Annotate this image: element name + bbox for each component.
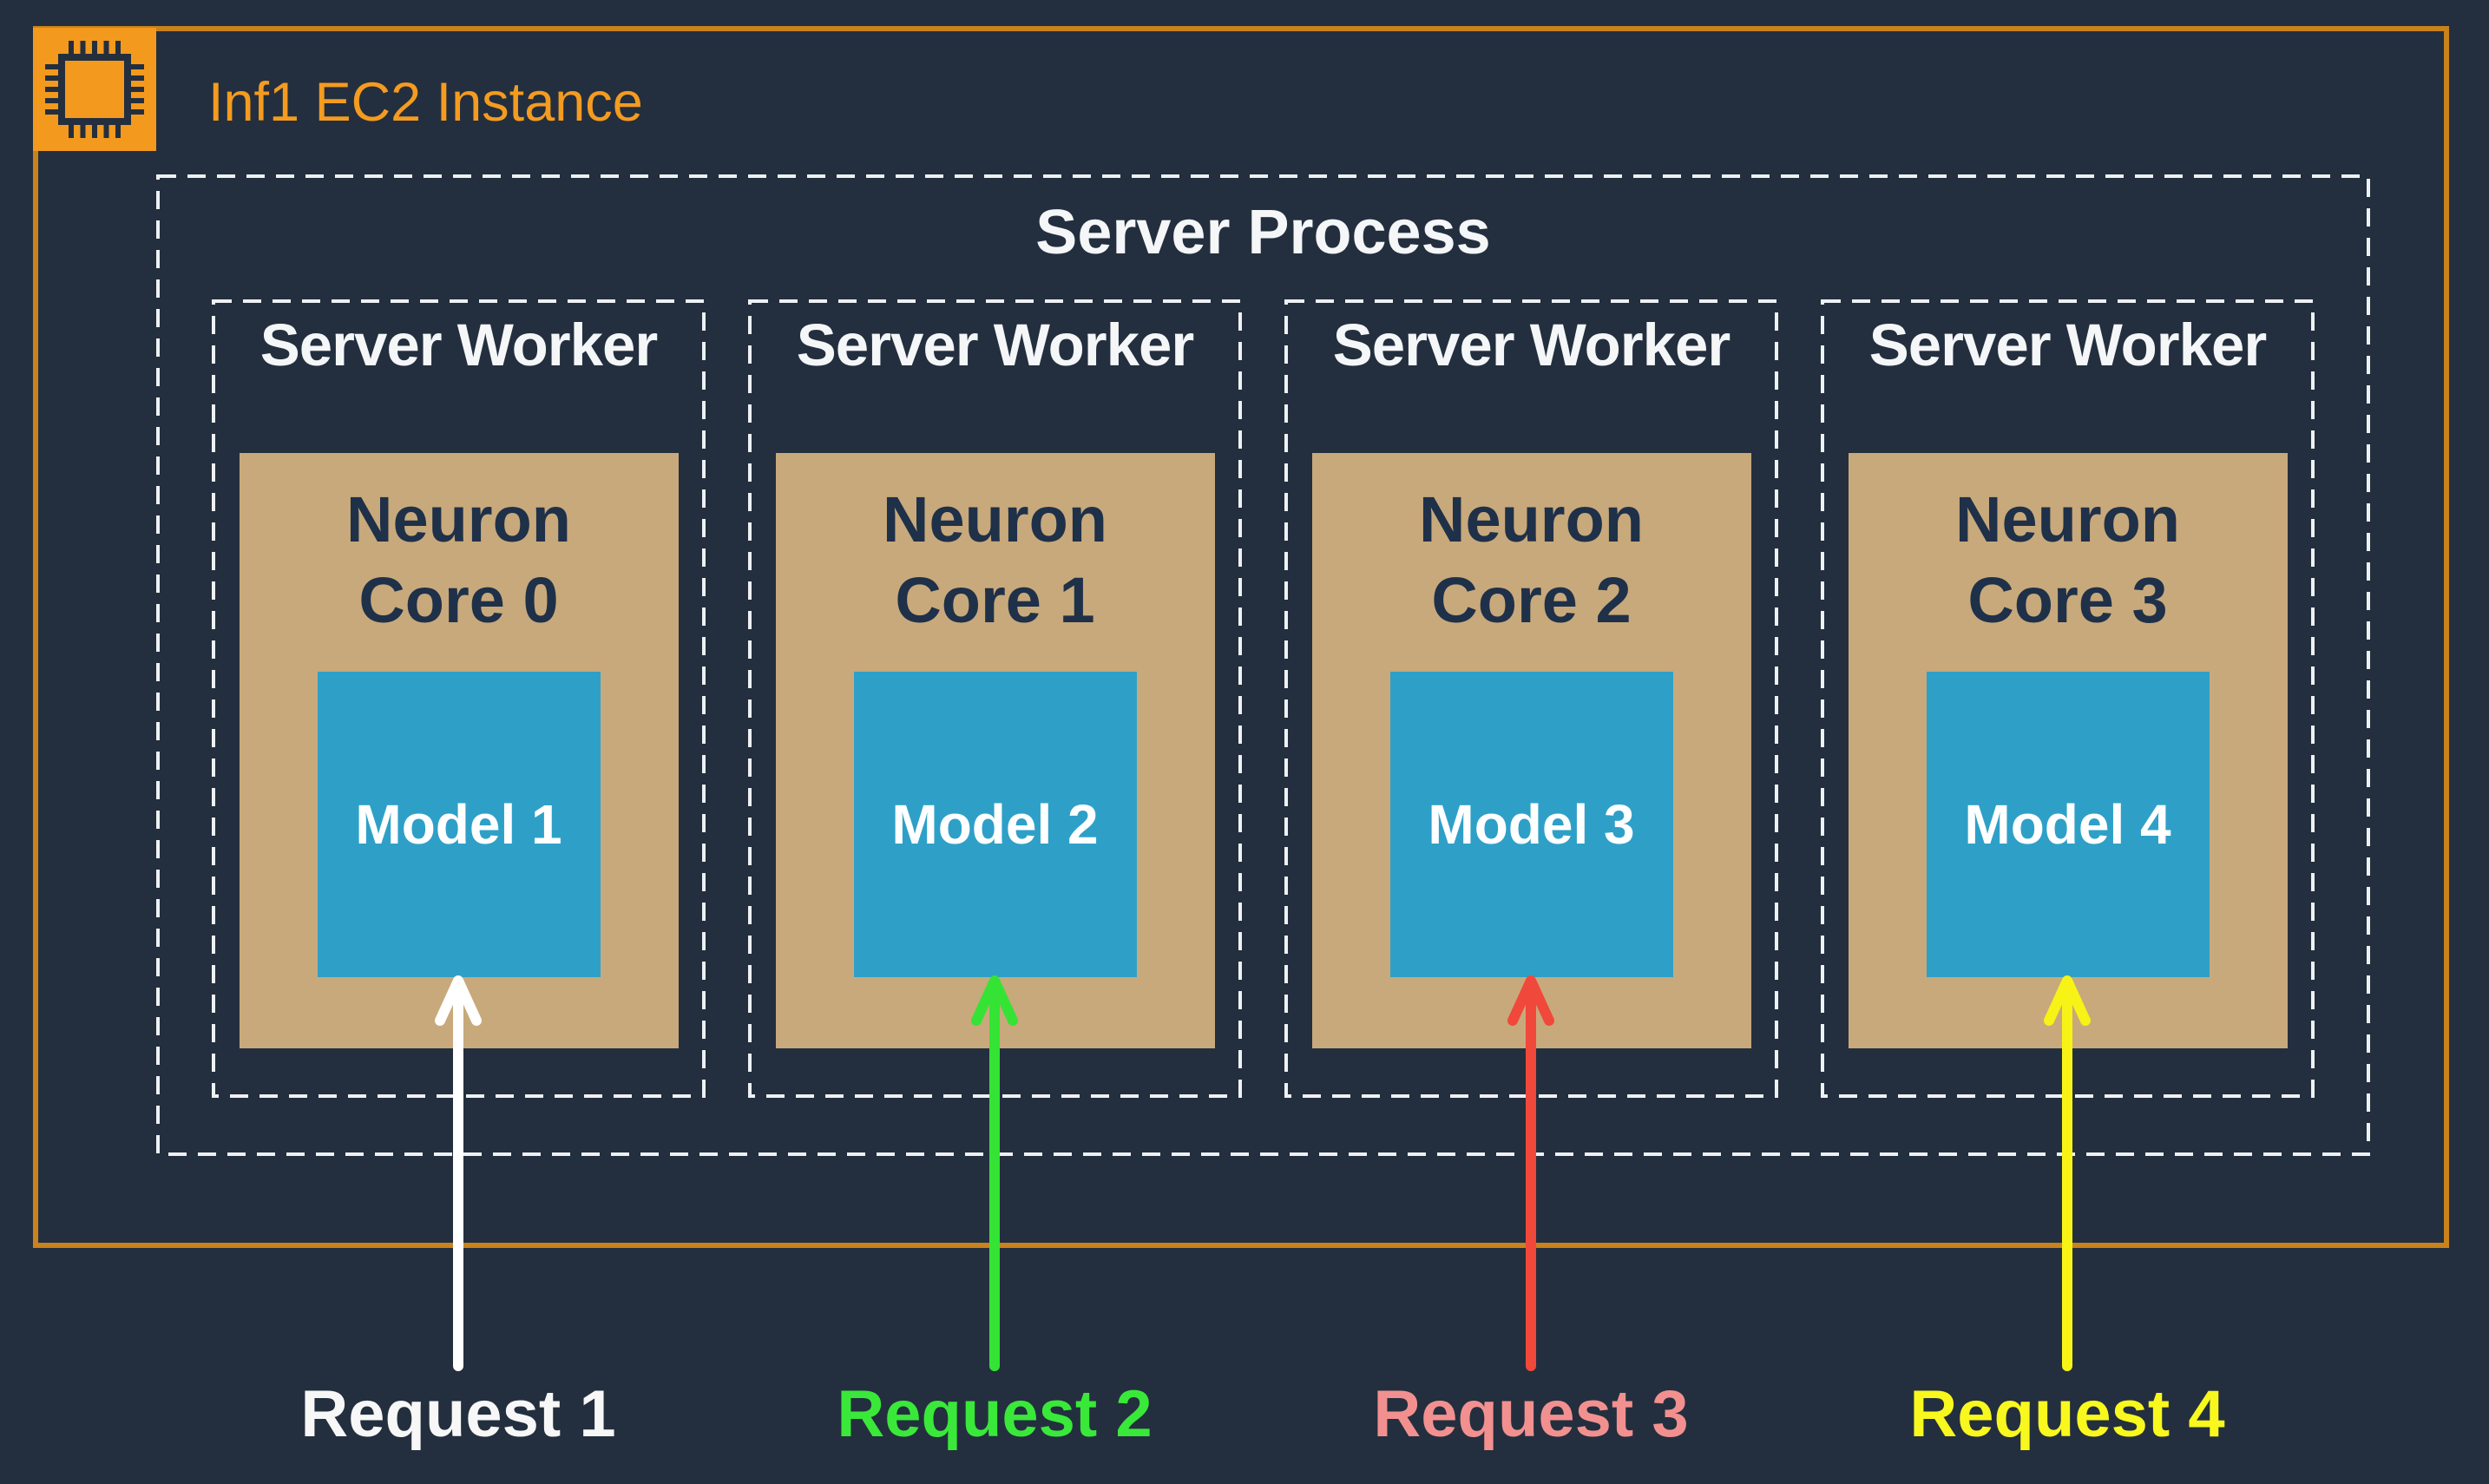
- server-worker-3: Server Worker Neuron Core 3 Model 4: [1822, 301, 2313, 1096]
- core-label-line2: Core 2: [1431, 564, 1632, 637]
- neuron-core-1-label: Neuron Core 1: [776, 453, 1215, 640]
- request-3-label: Request 3: [1373, 1377, 1689, 1451]
- server-worker-title: Server Worker: [796, 312, 1195, 378]
- neuron-core-3-label: Neuron Core 3: [1849, 453, 2288, 640]
- model-4-label: Model 4: [1964, 793, 2171, 857]
- server-worker-title: Server Worker: [1332, 312, 1731, 378]
- request-3-arrow: [1507, 975, 1554, 1371]
- server-worker-0: Server Worker Neuron Core 0 Model 1: [213, 301, 704, 1096]
- server-process-group: Server Process Server Worker Neuron Core…: [158, 176, 2368, 1154]
- model-2-box: Model 2: [853, 672, 1137, 978]
- model-3-box: Model 3: [1389, 672, 1673, 978]
- server-worker-2: Server Worker Neuron Core 2 Model 3: [1286, 301, 1776, 1096]
- model-1-label: Model 1: [355, 793, 562, 857]
- request-4-arrow: [2044, 975, 2091, 1371]
- request-1-label: Request 1: [300, 1377, 616, 1451]
- request-2-arrow: [971, 975, 1018, 1371]
- server-worker-title: Server Worker: [259, 312, 659, 378]
- core-label-line1: Neuron: [883, 483, 1107, 555]
- neuron-core-2-label: Neuron Core 2: [1312, 453, 1751, 640]
- core-label-line2: Core 0: [358, 564, 559, 637]
- chip-icon: [33, 28, 156, 151]
- ec2-instance-border: [33, 26, 2449, 1248]
- neuron-core-0-label: Neuron Core 0: [240, 453, 679, 640]
- core-label-line1: Neuron: [1955, 483, 2180, 555]
- server-worker-1: Server Worker Neuron Core 1 Model 2: [750, 301, 1240, 1096]
- request-4-label: Request 4: [1909, 1377, 2225, 1451]
- model-2-label: Model 2: [891, 793, 1099, 857]
- neuron-core-1-box: Neuron Core 1 Model 2: [775, 453, 1215, 1048]
- neuron-core-3-box: Neuron Core 3 Model 4: [1848, 453, 2288, 1048]
- core-label-line2: Core 3: [1967, 564, 2168, 637]
- model-3-label: Model 3: [1428, 793, 1635, 857]
- neuron-core-2-box: Neuron Core 2 Model 3: [1311, 453, 1751, 1048]
- server-process-title: Server Process: [1035, 198, 1491, 267]
- request-2-label: Request 2: [837, 1377, 1153, 1451]
- core-label-line2: Core 1: [895, 564, 1095, 637]
- model-1-box: Model 1: [317, 672, 601, 978]
- core-label-line1: Neuron: [1419, 483, 1644, 555]
- core-label-line1: Neuron: [346, 483, 571, 555]
- server-worker-title: Server Worker: [1868, 312, 2268, 378]
- model-4-box: Model 4: [1926, 672, 2210, 978]
- request-1-arrow: [435, 975, 482, 1371]
- neuron-core-0-box: Neuron Core 0 Model 1: [239, 453, 679, 1048]
- instance-title: Inf1 EC2 Instance: [208, 72, 643, 133]
